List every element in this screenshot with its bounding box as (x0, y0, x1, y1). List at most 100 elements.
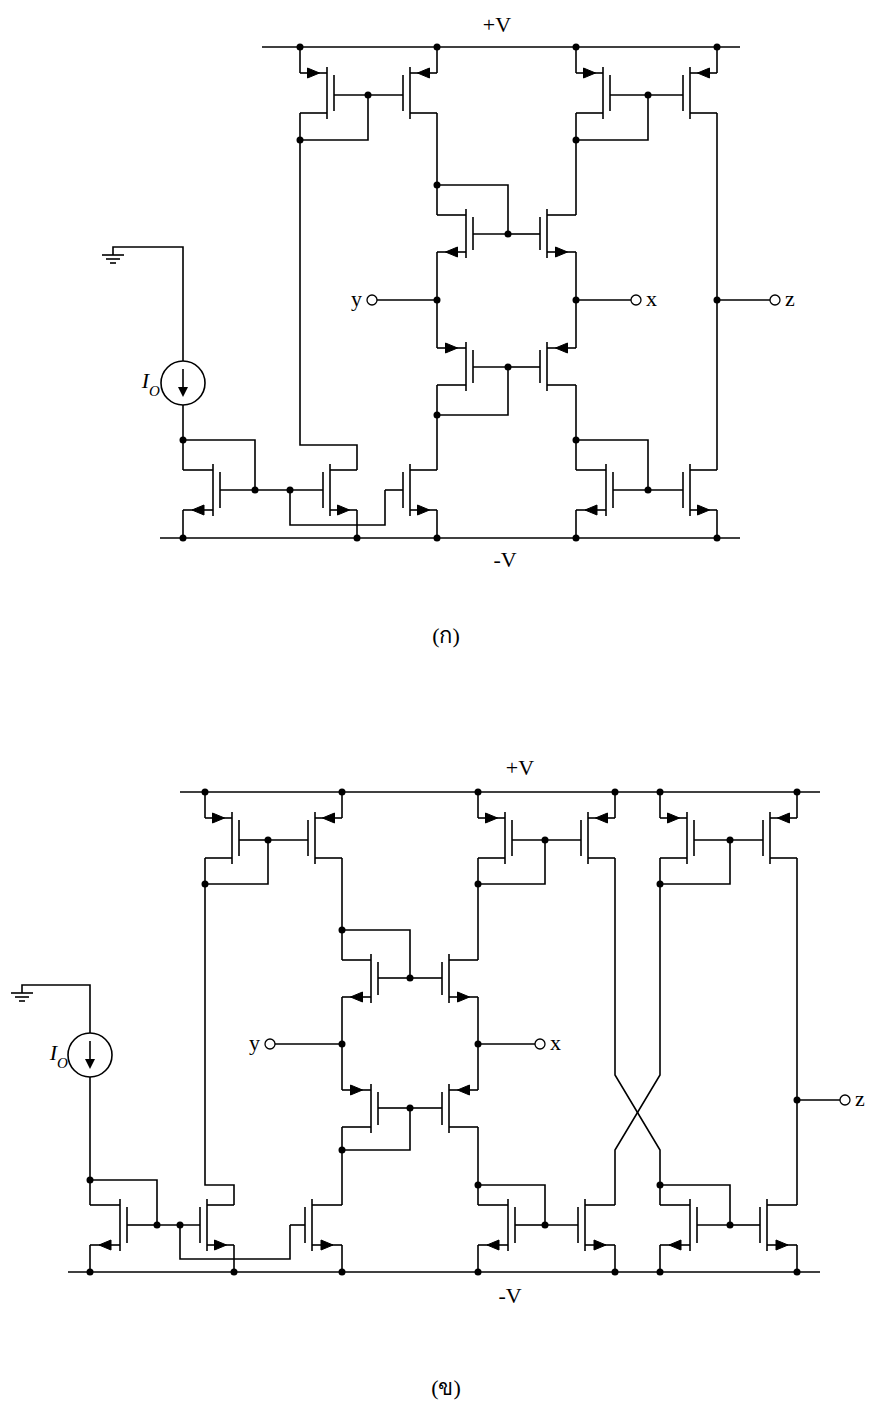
terminal-label: x (550, 1032, 561, 1054)
wire (660, 840, 730, 884)
source-arrow (418, 68, 430, 78)
mosfet-line (693, 820, 695, 856)
wire (659, 792, 661, 818)
junction-dot (434, 44, 441, 51)
source-arrow (308, 68, 320, 78)
mosfet-line (231, 812, 233, 864)
wire (477, 1127, 479, 1205)
wire (113, 247, 183, 361)
ground-symbol (102, 255, 124, 263)
mosfet-line (547, 214, 576, 216)
junction-dot (154, 1222, 161, 1229)
wire (576, 440, 648, 490)
terminal-label: z (785, 288, 795, 310)
mosfet-line (689, 1199, 691, 1251)
mosfet-line (610, 94, 648, 96)
mosfet-line (220, 489, 255, 491)
source-arrow (698, 505, 710, 515)
wire (436, 113, 438, 215)
junction-dot (434, 297, 441, 304)
mosfet-line (767, 1204, 797, 1206)
mosfet-line (478, 1204, 508, 1206)
source-arrow (323, 813, 335, 823)
wire (275, 1043, 342, 1045)
source-circle (68, 1033, 112, 1077)
mosfet-line (333, 75, 335, 111)
mosfet-line (508, 233, 540, 235)
junction-dot (339, 1147, 346, 1154)
terminal-label: x (646, 288, 657, 310)
terminals (265, 295, 850, 1105)
mosfet-line (268, 839, 308, 841)
mosfet-symbol (255, 464, 357, 516)
wire (233, 1245, 235, 1272)
wire (478, 1043, 535, 1045)
source-arrow (778, 813, 790, 823)
wire (796, 1245, 798, 1272)
ground-line (110, 262, 116, 264)
mosfet-symbol (300, 67, 368, 119)
junction-dot (794, 1269, 801, 1276)
wire (299, 47, 301, 73)
mosfet-line (410, 112, 437, 114)
junction-dot (252, 487, 259, 494)
mosfet-line (588, 857, 615, 859)
wire (716, 47, 718, 73)
mosfet-line (769, 812, 771, 864)
source-arrow (556, 343, 568, 353)
mosfet-line (370, 954, 372, 1003)
mosfet-line (437, 214, 466, 216)
supply-label: -V (493, 549, 516, 571)
supply-label: +V (483, 14, 511, 36)
mosfet-line (602, 67, 604, 119)
ground-line (106, 258, 120, 260)
mosfet-symbol (545, 1199, 615, 1251)
wire (716, 113, 718, 470)
mosfet-line (334, 94, 368, 96)
source-arrow (215, 1240, 227, 1250)
wire (341, 1127, 343, 1205)
wire (377, 299, 437, 301)
wire (205, 840, 268, 884)
source-arrow (585, 505, 597, 515)
wire (575, 47, 577, 73)
mosfet-line (690, 469, 717, 471)
mosfet-line (312, 1204, 342, 1206)
mosfet-line (660, 857, 687, 859)
source-arrow (213, 813, 225, 823)
mosfet-line (690, 112, 717, 114)
mosfet-line (239, 839, 268, 841)
mosfet-line (515, 1224, 545, 1226)
wire (342, 930, 410, 978)
mosfet-line (587, 812, 589, 864)
mosfet-symbol (508, 342, 576, 391)
mosfet-line (409, 67, 411, 119)
figure-caption-letter: (ก) (432, 625, 460, 647)
mosfet-line (605, 464, 607, 516)
mosfet-symbol (508, 209, 576, 258)
wire (68, 1271, 820, 1273)
source-arrow (486, 813, 498, 823)
mosfet-line (465, 209, 467, 258)
mosfet-symbol (660, 812, 730, 864)
mosfet-symbol (660, 1199, 730, 1251)
mosfet-line (478, 857, 505, 859)
mosfet-line (689, 67, 691, 119)
junction-dot (177, 1222, 184, 1229)
junction-dot (265, 837, 272, 844)
mosfet-line (329, 464, 331, 516)
junction-dot (657, 789, 664, 796)
source-arrow (776, 1240, 788, 1250)
mosfet-symbol (478, 812, 545, 864)
terminal-circle (770, 295, 780, 305)
junction-dot (339, 927, 346, 934)
junction-dot (573, 535, 580, 542)
source-arrow (458, 1085, 470, 1095)
wire (90, 1180, 157, 1225)
terminal-circle (840, 1095, 850, 1105)
source-arrow (594, 1240, 606, 1250)
mosfet-symbol (205, 812, 268, 864)
source-arrow (446, 247, 458, 257)
wire (796, 858, 798, 1205)
